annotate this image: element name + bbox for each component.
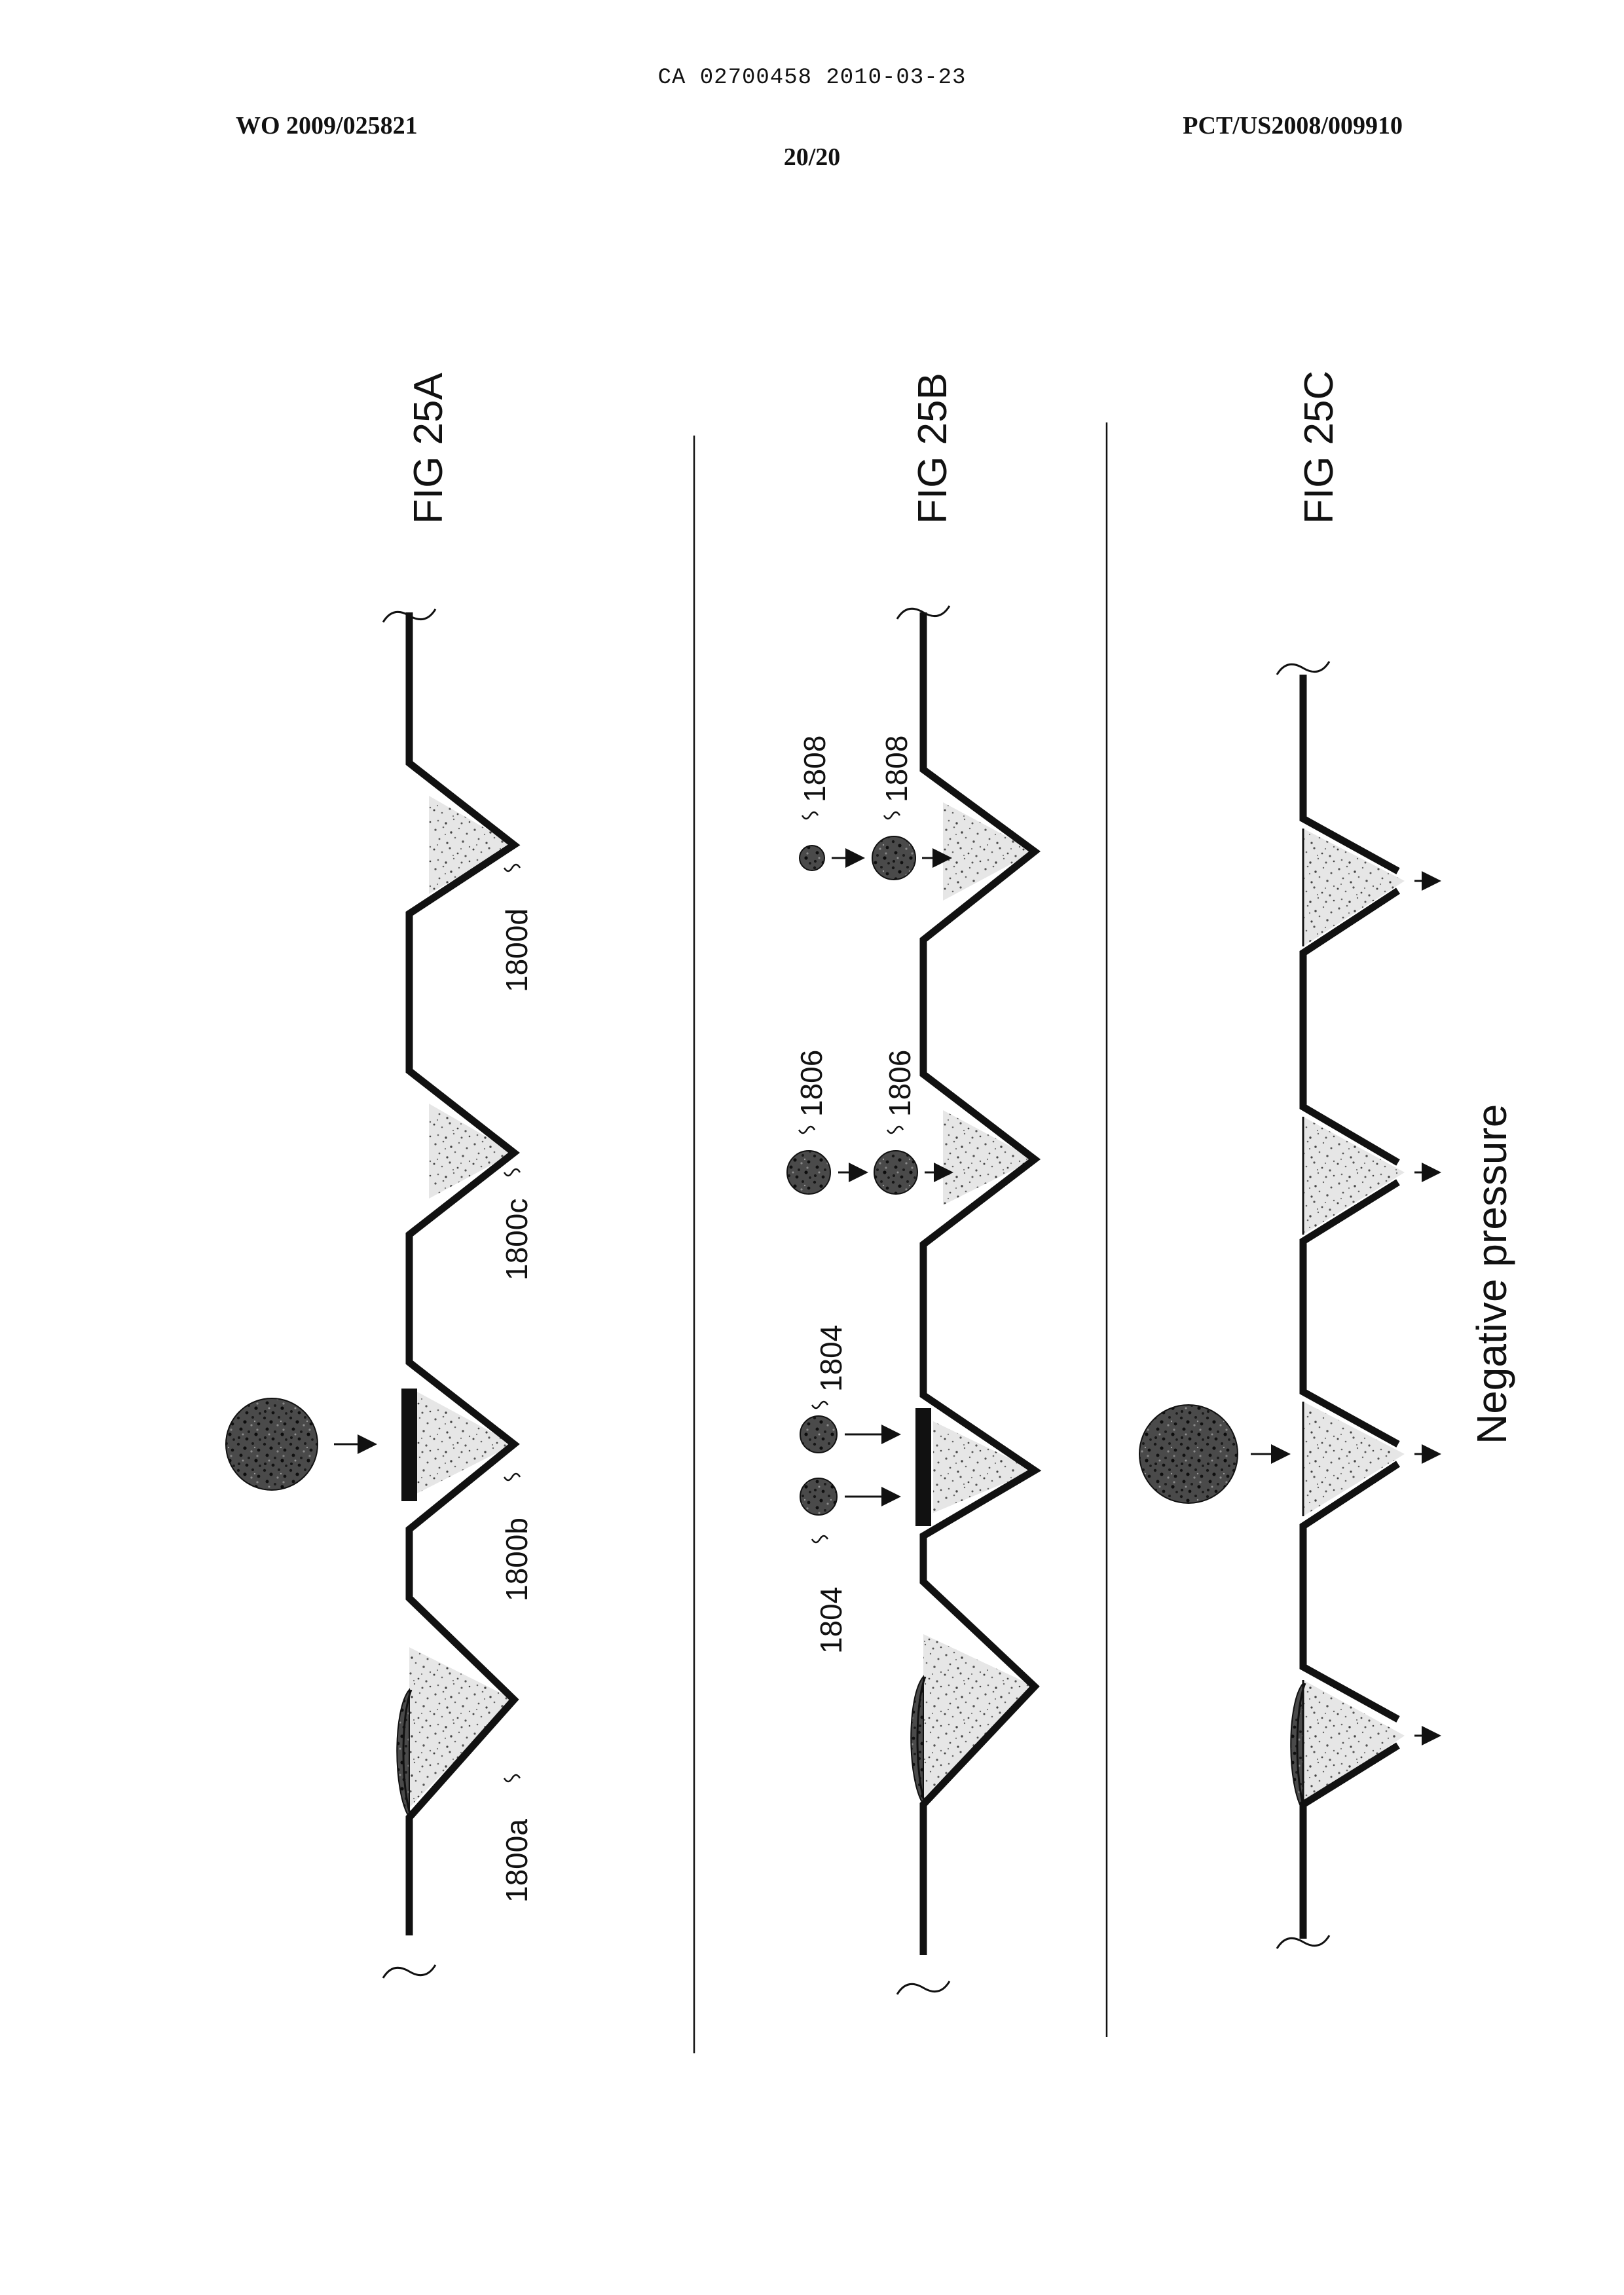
ref-1806: 1806 <box>794 1050 828 1117</box>
break-mark-bottom <box>897 1981 950 1994</box>
negative-pressure-caption: Negative pressure <box>1468 1104 1515 1444</box>
ref-1806: 1806 <box>883 1050 917 1117</box>
ref-1800a: 1800a <box>500 1819 534 1903</box>
ref-1804: 1804 <box>814 1587 848 1654</box>
ref-1800b: 1800b <box>500 1518 534 1601</box>
figure-25a: FIG 25A 1800a 1800b 1800c 1800d <box>226 372 534 1978</box>
leader-1804 <box>812 1402 828 1408</box>
leader-1806 <box>887 1127 903 1133</box>
figure-label: FIG 25C <box>1297 371 1342 524</box>
break-mark-bottom <box>383 1965 435 1978</box>
leader-1800c <box>504 1169 520 1176</box>
ref-1800d: 1800d <box>500 908 534 992</box>
large-particle <box>1139 1405 1238 1503</box>
ref-1808: 1808 <box>798 736 832 802</box>
leader-1800d <box>504 865 520 871</box>
particle-1806 <box>787 1151 830 1194</box>
well-1800a-fill <box>409 1647 514 1808</box>
ref-1804: 1804 <box>814 1325 848 1392</box>
leader-1804 <box>812 1536 828 1542</box>
particle-1804 <box>800 1416 837 1453</box>
particle-1806 <box>874 1151 917 1194</box>
figure-25c: FIG 25C Negative pressure <box>1139 371 1515 1949</box>
ref-1808: 1808 <box>879 736 913 802</box>
leader-1800a <box>504 1775 520 1782</box>
figure-label: FIG 25A <box>406 372 451 524</box>
leader-1808 <box>802 812 818 819</box>
ref-1800c: 1800c <box>500 1199 534 1280</box>
particle-1808 <box>872 836 915 880</box>
figure-25b: FIG 25B 1804 1804 1806 1806 <box>787 373 1035 1994</box>
well-fill <box>923 1634 1035 1798</box>
break-mark-top <box>1277 662 1329 675</box>
leader-1800b <box>504 1474 520 1480</box>
figure-label: FIG 25B <box>910 373 955 524</box>
leader-1806 <box>799 1127 815 1133</box>
leader-1808 <box>884 812 900 819</box>
particle-1804 <box>800 1478 837 1515</box>
particle-1808 <box>800 846 824 870</box>
large-particle <box>226 1398 318 1490</box>
